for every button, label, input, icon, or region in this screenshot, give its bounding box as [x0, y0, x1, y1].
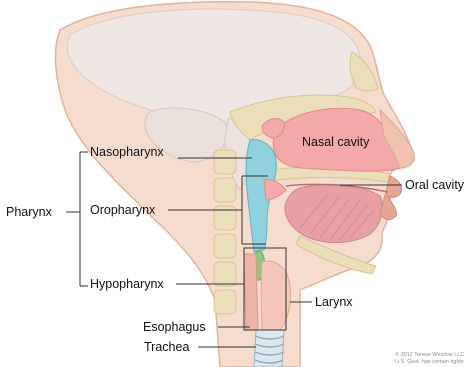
- label-nasopharynx: Nasopharynx: [90, 145, 164, 159]
- label-esophagus: Esophagus: [143, 320, 206, 334]
- label-oropharynx: Oropharynx: [90, 203, 156, 217]
- label-pharynx: Pharynx: [6, 205, 53, 219]
- label-trachea: Trachea: [144, 340, 189, 354]
- label-oral-cavity: Oral cavity: [405, 178, 465, 192]
- label-nasal-cavity: Nasal cavity: [302, 135, 370, 149]
- credit-line-1: © 2012 Terese Winslow LLC: [395, 351, 464, 358]
- label-hypopharynx: Hypopharynx: [90, 277, 164, 291]
- esophagus-tube: [244, 254, 258, 330]
- credit-line-2: U.S. Govt. has certain rights: [395, 359, 464, 365]
- label-larynx: Larynx: [315, 295, 353, 309]
